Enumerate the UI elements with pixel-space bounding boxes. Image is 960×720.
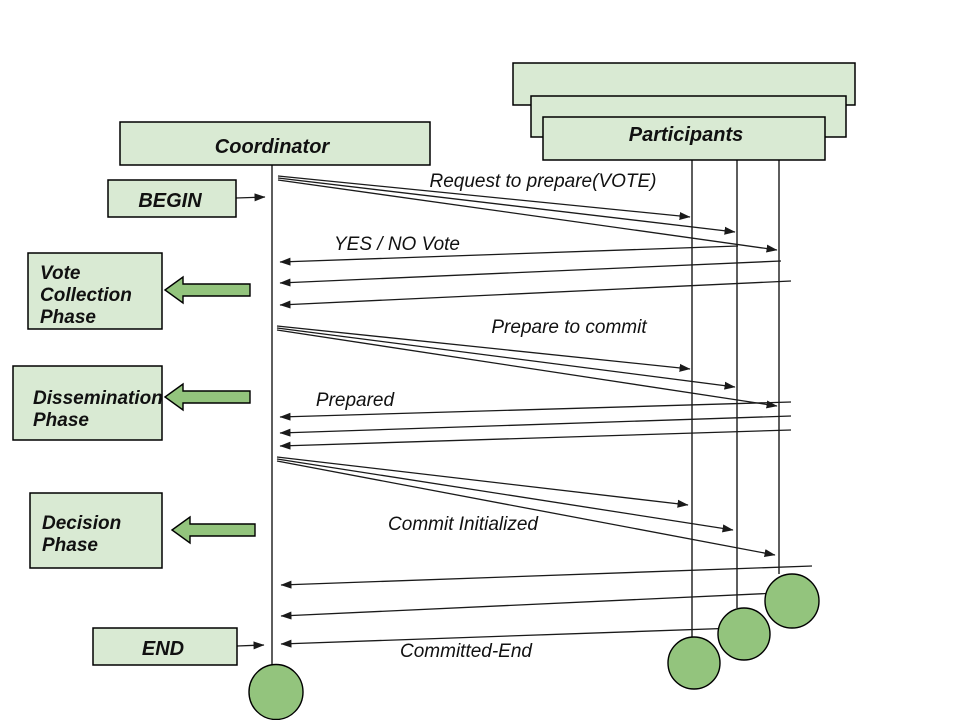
committed-message-label: Committed-End — [400, 641, 533, 662]
vote-collection-phase-box — [27, 252, 163, 330]
vote-collection-arrow-icon — [163, 275, 251, 305]
message-line-committed-1 — [280, 565, 813, 589]
message-line-commit-2 — [276, 458, 734, 533]
commit-message-label: Commit Initialized — [388, 514, 539, 535]
request-message-label: Request to prepare(VOTE) — [429, 171, 656, 192]
prepare-message-label: Prepare to commit — [491, 317, 647, 338]
coordinator-box — [119, 121, 431, 166]
vote-message-label: YES / NO Vote — [334, 234, 460, 255]
message-line-request-2 — [277, 177, 736, 235]
message-line-prepared-1 — [279, 401, 792, 421]
message-line-vote-3 — [279, 280, 792, 309]
dissemination-phase-box — [12, 365, 163, 441]
decision-phase-line-1: Decision — [42, 513, 121, 534]
message-line-prepare-3 — [276, 329, 778, 409]
message-line-committed-3 — [280, 627, 738, 648]
message-line-prepare-1 — [276, 325, 691, 372]
end-label: END — [142, 638, 184, 660]
message-line-prepared-3 — [279, 429, 792, 450]
vote-collection-phase-line-1: Vote — [40, 263, 81, 284]
participants-label: Participants — [629, 124, 743, 146]
prepared-message-label: Prepared — [316, 390, 396, 411]
participant-end-node-2 — [717, 607, 771, 661]
dissemination-arrow-icon — [163, 382, 251, 412]
message-line-vote-2 — [279, 260, 782, 287]
message-line-prepare-2 — [276, 327, 736, 390]
message-line-vote-1 — [279, 245, 739, 266]
participants-box-front — [542, 116, 826, 161]
begin-label: BEGIN — [138, 190, 202, 212]
coordinator-end-node — [248, 663, 304, 720]
dissemination-phase-line-1: Dissemination — [33, 388, 163, 409]
end-connector-arrow — [236, 641, 265, 650]
participant-end-node-3 — [764, 573, 820, 629]
vote-collection-phase-line-3: Phase — [40, 307, 96, 328]
coordinator-label: Coordinator — [215, 136, 331, 158]
decision-arrow-icon — [170, 515, 256, 545]
message-line-commit-1 — [276, 456, 689, 508]
message-line-commit-3 — [276, 460, 776, 557]
begin-connector-arrow — [235, 193, 266, 202]
end-box — [92, 627, 238, 666]
begin-box — [107, 179, 237, 218]
vote-collection-phase-line-2: Collection — [40, 285, 132, 306]
message-line-request-3 — [277, 179, 778, 253]
dissemination-phase-line-2: Phase — [33, 410, 89, 431]
message-line-prepared-2 — [279, 415, 792, 437]
message-line-committed-2 — [280, 591, 801, 620]
decision-phase-line-2: Phase — [42, 535, 98, 556]
message-line-request-1 — [277, 175, 691, 220]
participant-end-node-1 — [667, 636, 721, 690]
decision-phase-box — [29, 492, 163, 569]
